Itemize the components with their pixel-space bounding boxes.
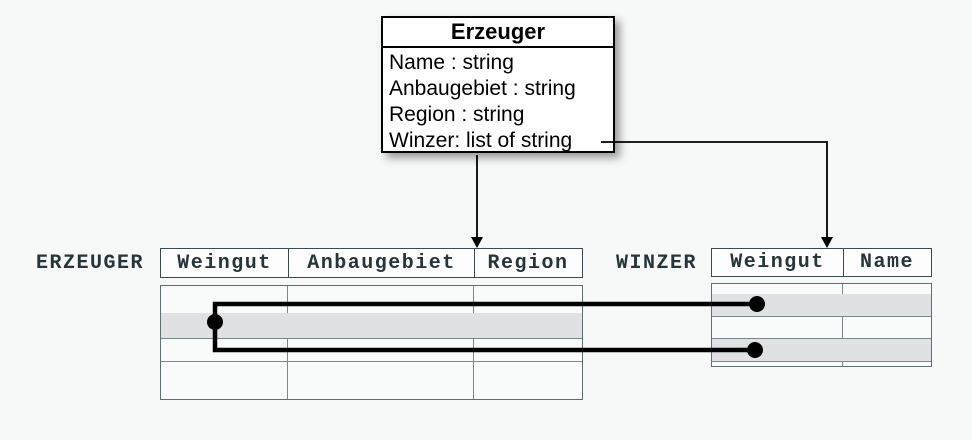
attribute-name: Name : string [389, 51, 514, 74]
attribute-region: Region : string [389, 103, 525, 126]
highlighted-row [712, 339, 931, 361]
winzer-col-weingut: Weingut [730, 251, 825, 274]
erzeuger-col-region: Region [474, 249, 581, 277]
grid-line [287, 286, 288, 399]
arrow-classbox-to-erzeuger-table [471, 155, 483, 248]
attribute-winzer: Winzer: list of string [389, 129, 573, 152]
grid-line [473, 286, 474, 399]
erzeuger-table-body [160, 285, 583, 400]
class-box-erzeuger: Erzeuger Name : string Anbaugebiet : str… [381, 16, 615, 153]
class-title: Erzeuger [383, 18, 613, 48]
grid-line [842, 284, 843, 366]
winzer-col-name: Name [843, 249, 930, 276]
highlighted-row [161, 313, 582, 338]
grid-line [712, 338, 931, 339]
erzeuger-table-label: ERZEUGER [36, 252, 145, 275]
winzer-table-header: Weingut Name [711, 248, 932, 277]
arrowhead-down-icon [821, 237, 833, 248]
attribute-anbaugebiet: Anbaugebiet : string [389, 77, 576, 100]
winzer-table-label: WINZER [616, 252, 698, 275]
winzer-table-body [711, 283, 932, 367]
erzeuger-col-weingut: Weingut [177, 251, 272, 275]
erzeuger-col-anbaugebiet: Anbaugebiet [288, 249, 474, 277]
arrowhead-down-icon [471, 237, 483, 248]
arrow-winzer-attribute-to-winzer-table [601, 141, 833, 248]
class-attributes: Name : string Anbaugebiet : string Regio… [383, 48, 613, 154]
grid-line [161, 361, 582, 362]
erzeuger-table-header: Weingut Anbaugebiet Region [160, 248, 583, 278]
grid-line [712, 316, 931, 317]
grid-line [161, 338, 582, 339]
highlighted-row [712, 294, 931, 316]
grid-line [712, 361, 931, 362]
